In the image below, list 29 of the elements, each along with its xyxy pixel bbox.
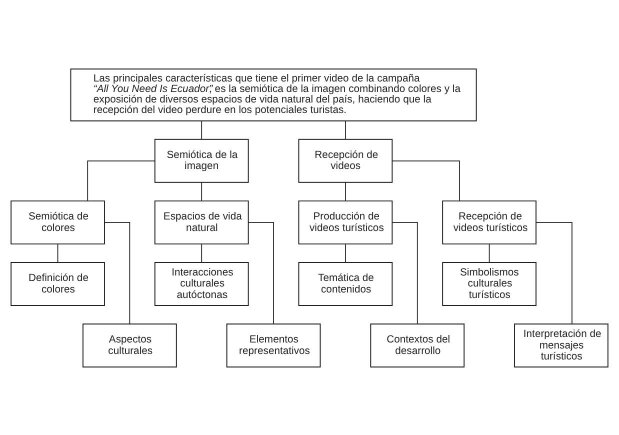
node-box: Producción de videos turísticos (298, 200, 393, 244)
connector (201, 120, 202, 140)
node-box: Simbolismos culturales turísticos (442, 262, 536, 306)
node-box: Recepción de videos (298, 138, 393, 182)
node-box: Definición de colores (10, 262, 105, 306)
connector (488, 243, 490, 262)
connector (345, 120, 346, 140)
connector (104, 222, 130, 324)
connector (392, 222, 418, 324)
connector (201, 243, 202, 262)
connector (345, 181, 346, 201)
node-box: Recepción de videos turísticos (442, 200, 536, 244)
node-box: Temática de contenidos (298, 262, 393, 306)
node-box: Semiótica de colores (10, 200, 105, 244)
connector (248, 222, 274, 324)
node-box: Espacios de vida natural (154, 200, 249, 244)
connector (87, 160, 156, 201)
connector (345, 243, 346, 262)
node-box: Las principales características que tiene el primer video de la campaña “All You Need Is Ecuador”, es la semiótica de la imagen combinando colores y la exposición de diversos espacios de vida natural del país, haciendo que la recepción del video perdure en los potenciales turistas. (70, 68, 477, 121)
node-box: Aspectos culturales (82, 323, 177, 368)
connector (392, 160, 460, 201)
connector (57, 243, 58, 262)
node-box: Interpretación de mensajes turísticos (514, 323, 608, 368)
node-box: Elementos representativos (226, 323, 321, 368)
connector (536, 222, 572, 324)
connector (201, 181, 202, 201)
node-box: Contextos del desarrollo (370, 323, 465, 368)
node-box: Semiótica de la imagen (154, 138, 249, 182)
node-box: Interacciones culturales autóctonas (154, 262, 249, 306)
